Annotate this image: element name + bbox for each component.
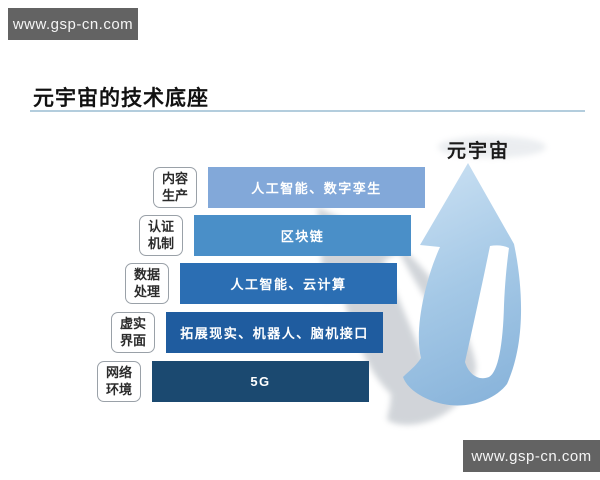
tech-bar-1: 人工智能、数字孪生 xyxy=(208,167,425,208)
watermark-top: www.gsp-cn.com xyxy=(8,8,138,40)
category-box-3: 数据 处理 xyxy=(125,263,169,304)
title-divider xyxy=(30,110,585,112)
category-text: 内容 xyxy=(161,171,188,187)
category-box-4: 虚实 界面 xyxy=(111,312,155,353)
category-text: 机制 xyxy=(147,235,174,251)
watermark-bottom: www.gsp-cn.com xyxy=(463,440,600,472)
category-text: 网络 xyxy=(105,365,132,381)
category-box-5: 网络 环境 xyxy=(97,361,141,402)
tech-bar-4: 拓展现实、机器人、脑机接口 xyxy=(166,312,383,353)
category-text: 虚实 xyxy=(119,316,146,332)
category-text: 环境 xyxy=(105,381,132,397)
category-box-1: 内容 生产 xyxy=(153,167,197,208)
tech-bar-2: 区块链 xyxy=(194,215,411,256)
watermark-top-text: www.gsp-cn.com xyxy=(12,15,134,33)
tech-bar-text: 拓展现实、机器人、脑机接口 xyxy=(180,326,369,341)
label-smudge xyxy=(438,136,546,158)
page-title: 元宇宙的技术底座 xyxy=(33,87,209,110)
metaverse-label: 元宇宙 xyxy=(447,141,511,162)
tech-bar-5: 5G xyxy=(152,361,369,402)
tech-bar-text: 区块链 xyxy=(280,229,325,244)
tech-bar-text: 人工智能、云计算 xyxy=(230,277,347,292)
category-text: 生产 xyxy=(161,187,188,203)
arrow-shadow-shape xyxy=(317,207,477,425)
tech-bar-3: 人工智能、云计算 xyxy=(180,263,397,304)
category-text: 认证 xyxy=(147,219,174,235)
tech-bar-text: 5G xyxy=(250,374,271,389)
category-text: 界面 xyxy=(119,332,146,348)
category-text: 数据 xyxy=(133,267,160,283)
category-text: 处理 xyxy=(133,283,160,299)
tech-bar-text: 人工智能、数字孪生 xyxy=(251,181,382,196)
watermark-bottom-text: www.gsp-cn.com xyxy=(471,447,592,465)
category-box-2: 认证 机制 xyxy=(139,215,183,256)
